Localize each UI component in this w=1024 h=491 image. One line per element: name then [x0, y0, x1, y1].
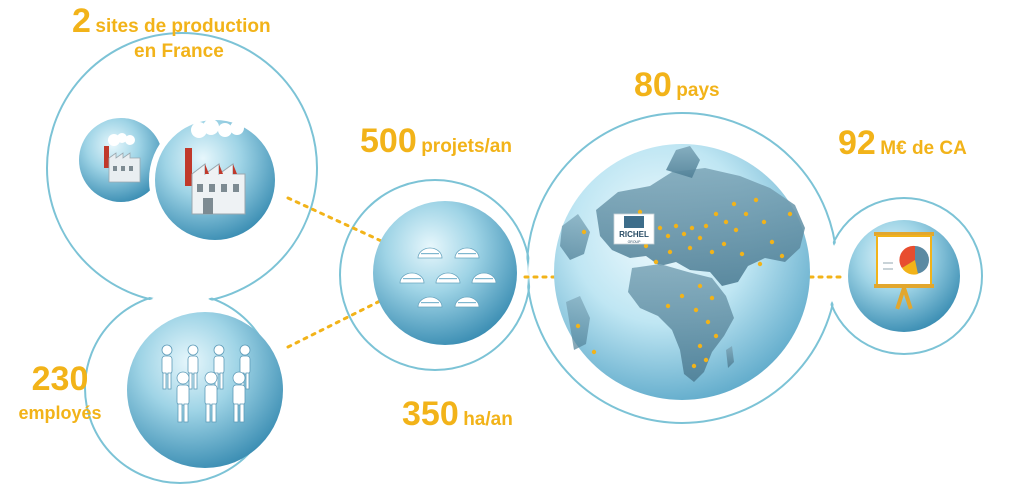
stat-revenue-number: 92 [838, 124, 876, 162]
stat-projects: 500 projets/an [360, 124, 512, 158]
logo-text: RICHEL [619, 230, 649, 239]
greenhouse-tunnels-icon [373, 201, 517, 345]
stat-revenue-text: M€ de CA [880, 138, 967, 159]
stat-employees-number: 230 [31, 360, 89, 398]
stat-countries-number: 80 [634, 66, 672, 104]
connector-sites-projects [286, 196, 392, 247]
logo-sub: GROUP [628, 240, 642, 244]
stat-hectares-number: 350 [402, 395, 459, 433]
globe-icon [554, 144, 810, 400]
presentation-chart-icon [848, 220, 960, 332]
richel-logo: RICHEL GROUP [613, 213, 655, 245]
connector-employees-projects [286, 294, 392, 349]
stat-revenue: 92 M€ de CA [838, 126, 967, 160]
stat-projects-number: 500 [360, 122, 417, 160]
stat-hectares: 350 ha/an [402, 397, 513, 431]
stat-sites-line2: en France [134, 41, 224, 62]
people-icon [127, 312, 283, 468]
stat-employees: 230 employés [12, 362, 108, 422]
connectors [286, 196, 844, 349]
stat-countries-text: pays [676, 80, 720, 101]
stat-sites: 2 sites de production [72, 4, 271, 38]
stat-hectares-text: ha/an [463, 409, 513, 430]
stat-countries: 80 pays [634, 68, 720, 102]
factory-icon [79, 114, 281, 246]
stat-sites-line2-wrap: en France [134, 42, 224, 61]
stat-sites-number: 2 [72, 2, 91, 40]
stat-projects-text: projets/an [421, 136, 512, 157]
stat-employees-text: employés [18, 403, 102, 423]
stat-sites-text: sites de production [95, 16, 271, 37]
